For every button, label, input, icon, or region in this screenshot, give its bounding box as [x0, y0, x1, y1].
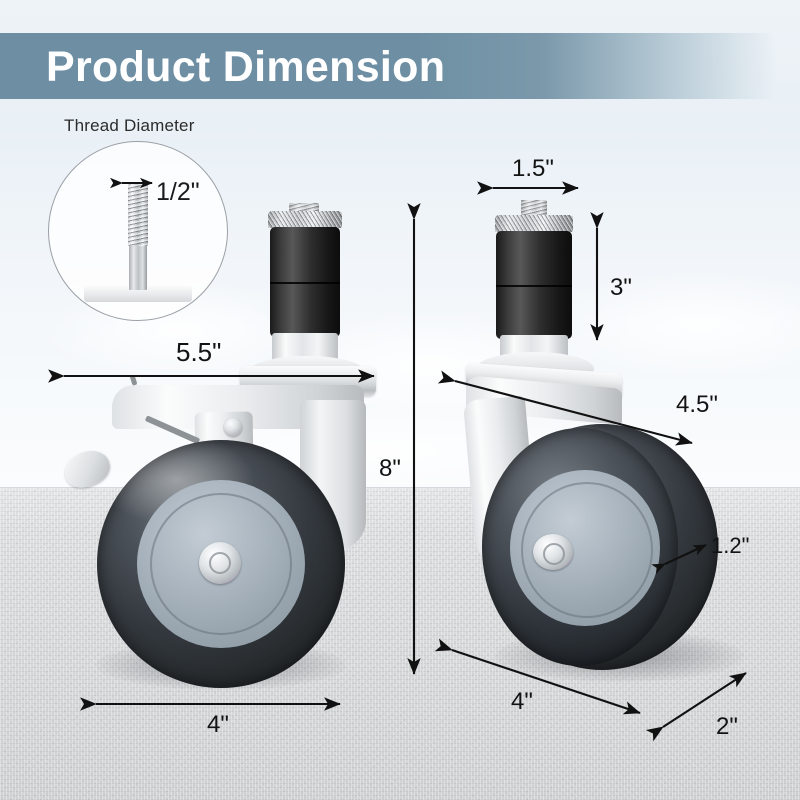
dimension-label-stem-height: 3"	[610, 274, 632, 301]
dimension-label-stem-width: 1.5"	[512, 155, 554, 182]
dimension-label-right-wheel-diameter: 4"	[511, 688, 533, 715]
left-stem-sleeve	[270, 227, 340, 337]
dimension-label-mount-depth: 4.5"	[676, 391, 718, 418]
header-banner	[0, 33, 800, 99]
bolt-threads	[128, 184, 148, 246]
thread-diameter-caption: Thread Diameter	[64, 116, 195, 135]
arrow-tread-width	[651, 544, 707, 575]
threaded-bolt-graphic	[84, 184, 192, 302]
right-stem-sleeve	[496, 231, 572, 339]
dimension-label-left-wheel-diameter: 4"	[207, 711, 229, 738]
left-fork-rivet	[224, 418, 242, 436]
left-hub-ring	[150, 493, 292, 635]
arrow-right-wheel-diameter	[434, 638, 641, 715]
arrow-base-depth	[645, 672, 747, 742]
bolt-shank	[129, 244, 147, 290]
right-stem-bolt-cap	[521, 200, 547, 217]
dimension-label-overall-height: 8"	[379, 455, 401, 482]
arrow-mount-depth	[437, 370, 693, 446]
left-axle-nut-inner	[209, 552, 231, 574]
left-stem-knurled-ring	[268, 211, 342, 228]
right-axle-nut-inner	[543, 543, 565, 565]
dimension-label-tread-width: 1.2"	[711, 533, 750, 558]
dimension-label-base-depth: 2"	[716, 713, 738, 740]
dimension-label-left-overall-width: 5.5"	[176, 337, 222, 367]
left-stem-bolt-cap	[289, 203, 319, 214]
right-stem-knurled-ring	[495, 215, 573, 232]
bolt-base-plate	[84, 285, 192, 302]
dimension-label-thread-diameter: 1/2"	[156, 178, 200, 206]
page-title: Product Dimension	[46, 43, 446, 91]
